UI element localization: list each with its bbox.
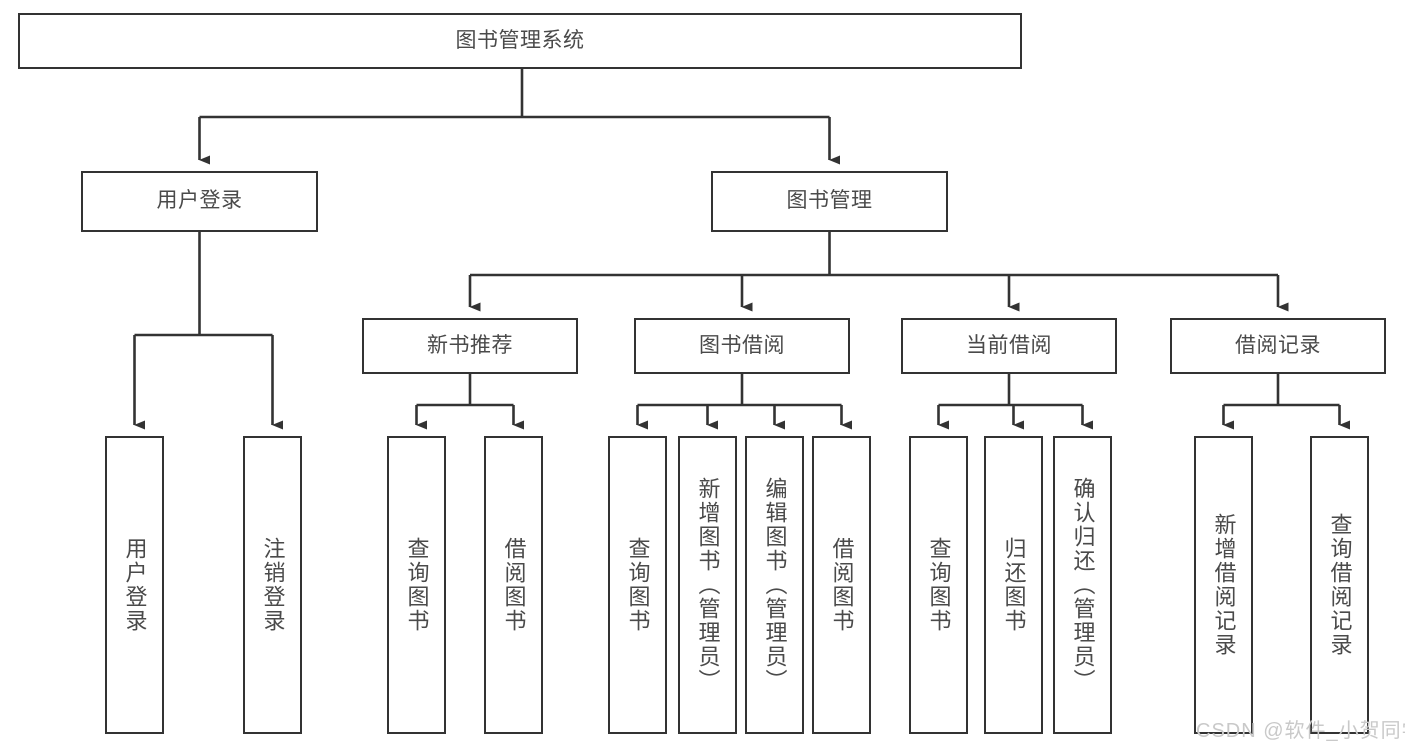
node-current-borrow[interactable]: 当前借阅	[901, 318, 1117, 374]
node-leaf-add-borrow-record[interactable]: 新增借阅记录	[1194, 436, 1253, 734]
node-leaf-borrow-book-recommend[interactable]: 借阅图书	[484, 436, 543, 734]
node-leaf-return-book-label: 归还图书	[1001, 537, 1027, 633]
node-current-borrow-label: 当前借阅	[966, 333, 1052, 357]
node-leaf-confirm-return-admin-label: 确认归还（管理员）	[1070, 477, 1096, 693]
node-new-book-recommend[interactable]: 新书推荐	[362, 318, 578, 374]
node-leaf-query-book-borrow[interactable]: 查询图书	[608, 436, 667, 734]
node-book-borrow-label: 图书借阅	[699, 333, 785, 357]
node-leaf-query-book-current[interactable]: 查询图书	[909, 436, 968, 734]
node-leaf-borrow-book-recommend-label: 借阅图书	[501, 537, 527, 633]
node-leaf-confirm-return-admin[interactable]: 确认归还（管理员）	[1053, 436, 1112, 734]
node-borrow-records-label: 借阅记录	[1235, 333, 1321, 357]
node-leaf-add-book-admin[interactable]: 新增图书（管理员）	[678, 436, 737, 734]
node-leaf-query-borrow-record-label: 查询借阅记录	[1327, 513, 1353, 657]
node-leaf-add-book-admin-label: 新增图书（管理员）	[695, 477, 721, 693]
node-book-management[interactable]: 图书管理	[711, 171, 948, 232]
node-leaf-query-book-current-label: 查询图书	[926, 537, 952, 633]
node-leaf-user-login-label: 用户登录	[122, 537, 148, 633]
node-user-login-label: 用户登录	[156, 189, 243, 213]
node-leaf-return-book[interactable]: 归还图书	[984, 436, 1043, 734]
connector-group	[133, 69, 1350, 430]
node-root[interactable]: 图书管理系统	[18, 13, 1022, 69]
node-book-management-label: 图书管理	[786, 189, 873, 213]
node-borrow-records[interactable]: 借阅记录	[1170, 318, 1386, 374]
node-leaf-query-book-borrow-label: 查询图书	[625, 537, 651, 633]
node-leaf-borrow-book[interactable]: 借阅图书	[812, 436, 871, 734]
node-leaf-logout-login[interactable]: 注销登录	[243, 436, 302, 734]
node-leaf-borrow-book-label: 借阅图书	[829, 537, 855, 633]
node-book-borrow[interactable]: 图书借阅	[634, 318, 850, 374]
node-leaf-query-borrow-record[interactable]: 查询借阅记录	[1310, 436, 1369, 734]
node-leaf-add-borrow-record-label: 新增借阅记录	[1211, 513, 1237, 657]
node-leaf-user-login[interactable]: 用户登录	[105, 436, 164, 734]
node-user-login[interactable]: 用户登录	[81, 171, 318, 232]
node-leaf-edit-book-admin[interactable]: 编辑图书（管理员）	[745, 436, 804, 734]
node-new-book-recommend-label: 新书推荐	[427, 333, 513, 357]
node-leaf-edit-book-admin-label: 编辑图书（管理员）	[762, 477, 788, 693]
node-leaf-query-book-recommend-label: 查询图书	[404, 537, 430, 633]
node-leaf-query-book-recommend[interactable]: 查询图书	[387, 436, 446, 734]
node-leaf-logout-login-label: 注销登录	[260, 537, 286, 633]
node-root-label: 图书管理系统	[455, 28, 585, 52]
